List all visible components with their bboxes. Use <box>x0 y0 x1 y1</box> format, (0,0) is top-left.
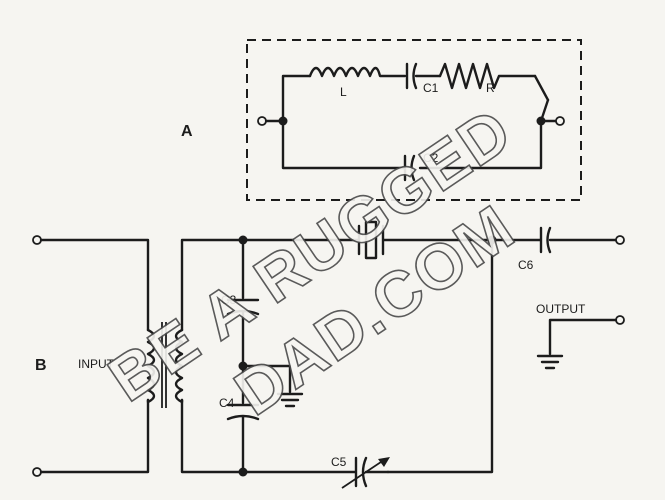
output-terminal-top <box>615 235 625 245</box>
section-b-label: B <box>35 357 47 374</box>
capacitor-c1 <box>405 62 442 90</box>
ground-symbol-output <box>536 354 564 370</box>
label-c6: C6 <box>518 258 534 272</box>
label-l: L <box>340 85 347 99</box>
crystal-x1 <box>357 220 385 260</box>
inductor-l <box>308 66 407 78</box>
label-c1: C1 <box>423 81 439 95</box>
resistor-r <box>438 62 537 90</box>
capacitor-c6 <box>539 226 552 254</box>
ground-symbol-mid <box>276 392 304 408</box>
terminal-a-right <box>555 116 565 126</box>
label-c5: C5 <box>331 455 347 469</box>
label-c2: C2 <box>423 151 439 165</box>
equivalent-circuit-box: L C1 R C2 <box>246 39 582 201</box>
label-r: R <box>486 81 495 95</box>
input-label: INPUT <box>78 357 115 371</box>
capacitor-c2 <box>403 154 416 182</box>
main-circuit: C3 C4 C5 C6 OUTPUT INPUT <box>32 220 625 489</box>
watermark: BE A RUGGED DAD.COM <box>95 93 528 430</box>
label-c4: C4 <box>219 396 235 410</box>
variable-capacitor-c5 <box>341 456 390 489</box>
transformer-primary <box>146 328 156 404</box>
transformer-secondary <box>174 328 184 404</box>
label-c3: C3 <box>221 293 237 307</box>
dashed-outline <box>246 39 582 201</box>
output-label: OUTPUT <box>536 302 586 316</box>
section-a-label: A <box>181 123 193 140</box>
